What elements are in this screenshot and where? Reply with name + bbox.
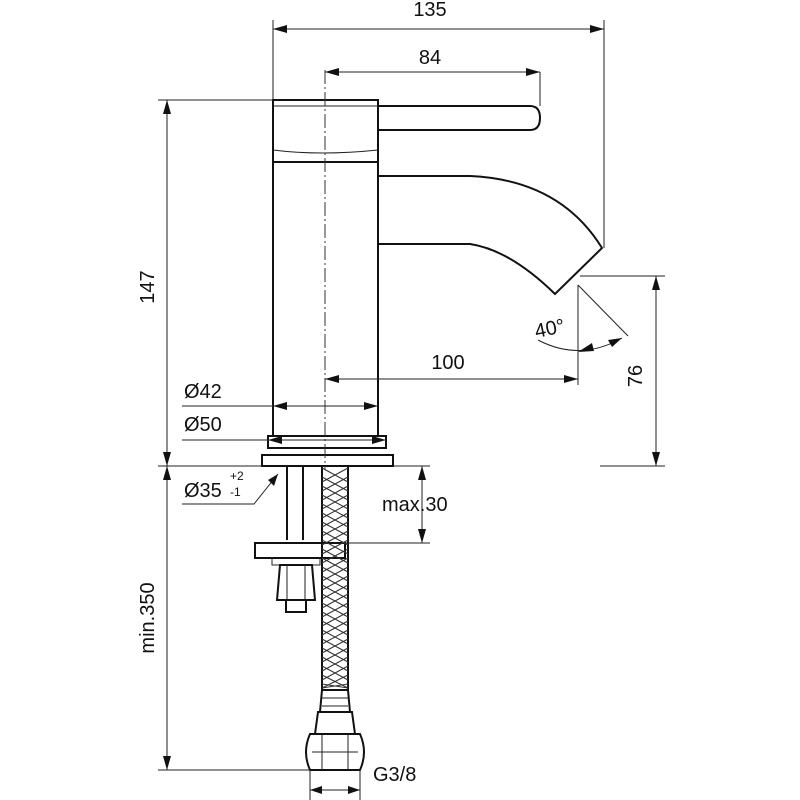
braid-strand xyxy=(321,674,349,689)
under-deck-parts xyxy=(254,466,349,690)
dimension-labels: 135 84 147 100 76 40° Ø42 Ø50 Ø35 +2 -1 … xyxy=(137,0,647,786)
dim-spout-angle: 40° xyxy=(533,315,567,343)
dim-connection: G3/8 xyxy=(373,764,416,786)
dim-hole-diameter: Ø35 xyxy=(184,480,222,502)
spout xyxy=(378,175,604,296)
dim-body-diameter: Ø42 xyxy=(184,381,222,403)
dim-hole-tol-plus: +2 xyxy=(230,469,244,483)
dim-hose-length: min.350 xyxy=(137,582,159,653)
fixing-washer xyxy=(254,542,346,559)
lever xyxy=(378,105,542,131)
base-ring xyxy=(267,435,387,449)
dim-handle-length: 84 xyxy=(419,47,441,69)
braid-strand xyxy=(321,683,349,689)
mounting-flange xyxy=(261,454,394,467)
dim-base-diameter: Ø50 xyxy=(184,414,222,436)
faucet-outline xyxy=(261,99,604,467)
hose-braid xyxy=(321,467,349,689)
dim-spout-reach: 100 xyxy=(431,352,464,374)
dim-max-thickness: max.30 xyxy=(382,494,448,516)
dim-overall-width: 135 xyxy=(413,0,446,21)
dimension-lines xyxy=(158,20,665,800)
hose-fitting xyxy=(305,689,365,771)
fixing-nut xyxy=(275,564,317,601)
mounting-rod xyxy=(286,466,304,540)
dim-hole-tol-minus: -1 xyxy=(230,485,241,499)
body-cylinder xyxy=(272,162,379,436)
dim-spout-height: 76 xyxy=(625,365,647,387)
dim-overall-height: 147 xyxy=(137,270,159,303)
